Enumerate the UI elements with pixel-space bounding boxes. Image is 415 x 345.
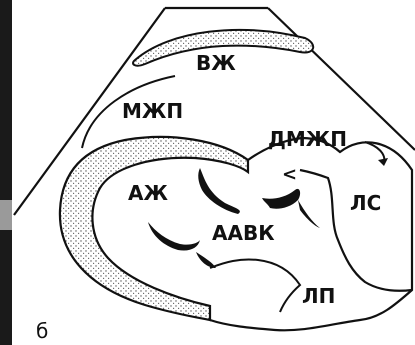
valve-cusp-2 <box>262 189 300 209</box>
label-aavk: ААВК <box>212 221 275 245</box>
label-arrow-mark: < <box>282 164 297 185</box>
valve-cusp-4 <box>148 222 200 251</box>
scan-edge <box>0 0 12 345</box>
scan-edge-highlight <box>0 200 12 230</box>
atrial-boundary <box>300 170 412 291</box>
label-dmzhp: ДМЖП <box>268 127 347 151</box>
dmzhp-arrowhead <box>378 158 388 166</box>
label-ls: ЛС <box>350 191 381 215</box>
label-lp: ЛП <box>302 284 335 308</box>
valve-cusp-1 <box>198 168 240 214</box>
label-azh: АЖ <box>128 181 168 205</box>
label-mzhp: МЖП <box>122 99 183 123</box>
valve-cusp-3 <box>298 200 320 228</box>
label-vzh: ВЖ <box>196 51 236 75</box>
valve-cusp-5 <box>196 252 216 268</box>
panel-label: б <box>36 319 48 343</box>
lp-boundary <box>210 259 300 312</box>
